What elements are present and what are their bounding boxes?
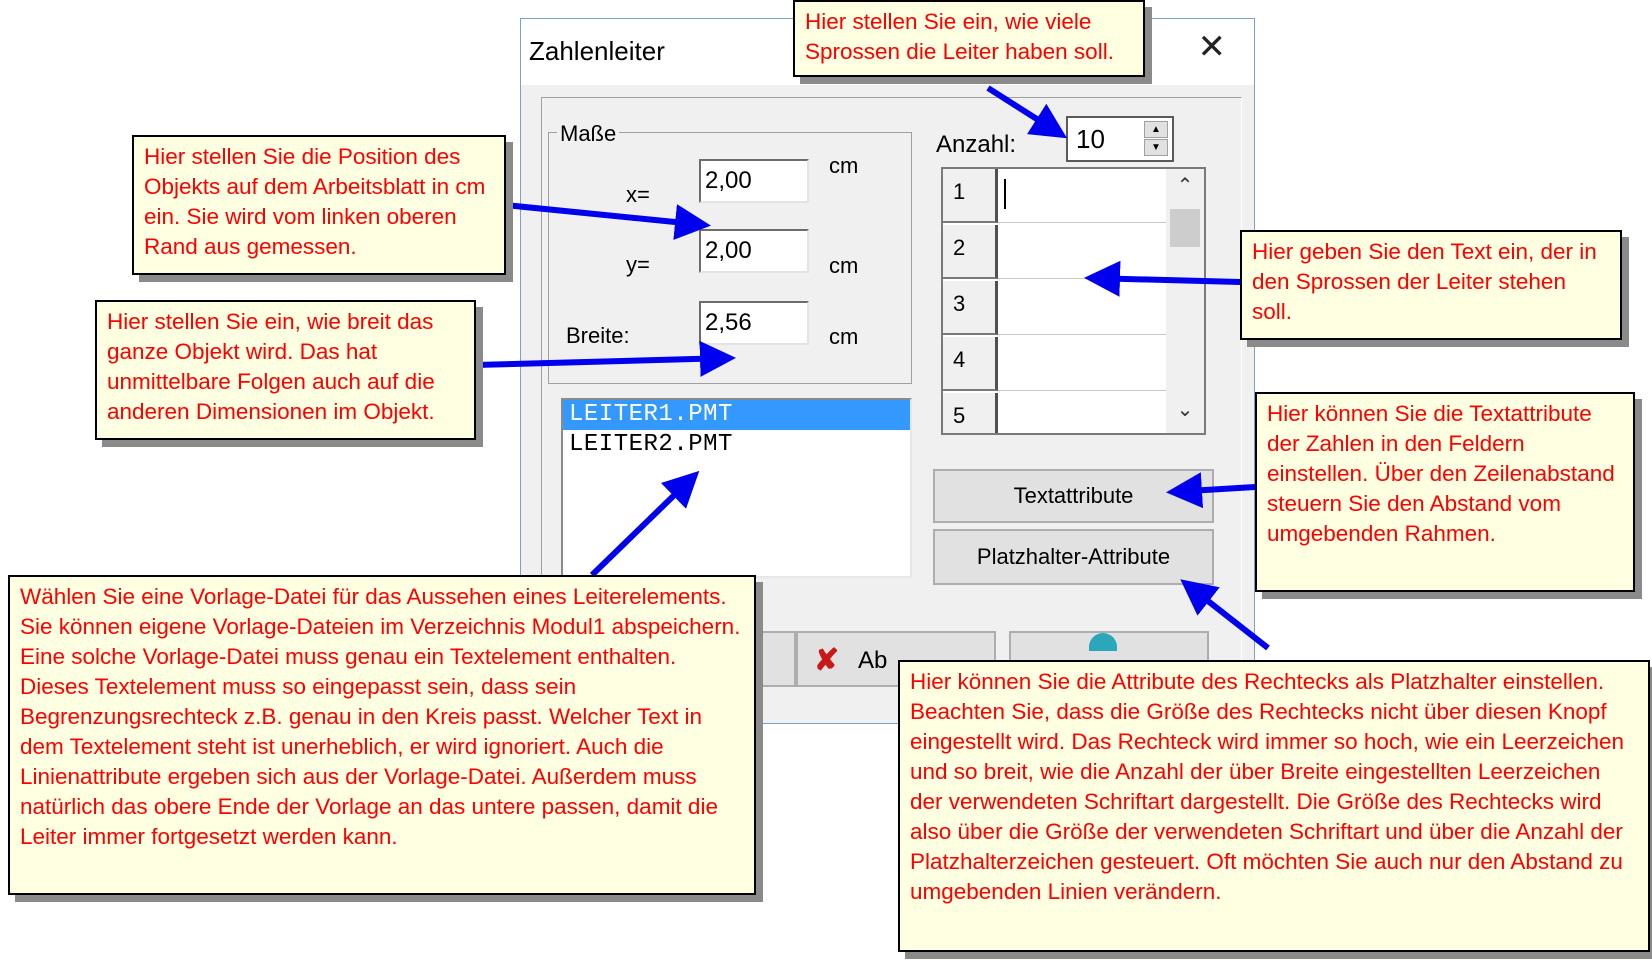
rung-text-cell[interactable]	[998, 393, 1166, 433]
grid-row: 3	[943, 281, 1166, 337]
anzahl-label: Anzahl:	[936, 131, 1017, 158]
y-input[interactable]: 2,00	[699, 229, 809, 273]
template-item-leiter2[interactable]: LEITER2.PMT	[569, 431, 733, 458]
grid-row: 2	[943, 225, 1166, 281]
platzhalter-attribute-button[interactable]: Platzhalter-Attribute	[933, 529, 1214, 585]
grid-row: 4	[943, 337, 1166, 393]
x-input[interactable]: 2,00	[699, 159, 809, 203]
x-label: x=	[626, 182, 650, 207]
rung-text-cell[interactable]	[998, 169, 1166, 223]
callout-position: Hier stellen Sie die Position des Objekt…	[132, 135, 506, 275]
text-cursor	[1004, 179, 1006, 209]
anzahl-value[interactable]: 10	[1076, 124, 1105, 154]
breite-label: Breite:	[566, 323, 630, 348]
breite-unit: cm	[829, 324, 859, 349]
close-button[interactable]: ✕	[1197, 28, 1227, 66]
callout-text: Hier geben Sie den Text ein, der in den …	[1240, 230, 1622, 340]
help-icon	[1089, 633, 1117, 651]
window-title: Zahlenleiter	[529, 36, 665, 66]
arrow-to-breite	[474, 340, 736, 377]
callout-breite: Hier stellen Sie ein, wie breit das ganz…	[95, 300, 476, 440]
spin-down-icon[interactable]: ▼	[1144, 139, 1168, 156]
callout-vorlage: Wählen Sie eine Vorlage-Datei für das Au…	[8, 575, 756, 895]
row-number: 2	[943, 225, 998, 279]
callout-sprossen: Hier stellen Sie ein, wie viele Sprossen…	[793, 0, 1145, 77]
grid-row: 5	[943, 393, 1166, 433]
arrow-to-platzhalter	[1180, 579, 1270, 651]
scroll-thumb[interactable]	[1170, 209, 1200, 247]
y-unit: cm	[829, 253, 859, 278]
grid-row: 1	[943, 169, 1166, 225]
rung-text-cell[interactable]	[998, 281, 1166, 335]
cancel-x-icon: ✘	[814, 644, 840, 677]
rung-text-cell[interactable]	[998, 337, 1166, 391]
rung-text-cell[interactable]	[998, 225, 1166, 279]
row-number: 3	[943, 281, 998, 335]
grid-scrollbar[interactable]: ⌃ ⌄	[1166, 169, 1204, 433]
masse-groupbox	[548, 132, 912, 384]
spin-up-icon[interactable]: ▲	[1144, 121, 1168, 138]
x-unit: cm	[829, 153, 859, 178]
scroll-down-icon[interactable]: ⌄	[1176, 399, 1194, 421]
arrow-to-anzahl	[986, 85, 1068, 139]
breite-input[interactable]: 2,56	[699, 301, 809, 345]
row-number: 1	[943, 169, 998, 223]
row-number: 4	[943, 337, 998, 391]
masse-legend: Maße	[557, 121, 620, 147]
cancel-label: Ab	[858, 647, 888, 674]
arrow-to-grid	[1084, 260, 1241, 297]
row-number: 5	[943, 393, 998, 433]
scroll-up-icon[interactable]: ⌃	[1176, 175, 1194, 197]
arrow-to-textattribute	[1166, 472, 1256, 509]
arrow-to-position	[504, 202, 711, 240]
y-label: y=	[626, 252, 650, 277]
callout-textattribute: Hier können Sie die Textattribute der Za…	[1255, 392, 1635, 592]
template-item-leiter1[interactable]: LEITER1.PMT	[563, 400, 910, 430]
arrow-to-filelist	[589, 470, 700, 578]
anzahl-spinner[interactable]: 10 ▲ ▼	[1066, 116, 1174, 162]
rung-text-grid: 1 2 3 4 5 ⌃ ⌄	[941, 167, 1206, 435]
callout-platzhalter: Hier können Sie die Attribute des Rechte…	[898, 660, 1650, 952]
